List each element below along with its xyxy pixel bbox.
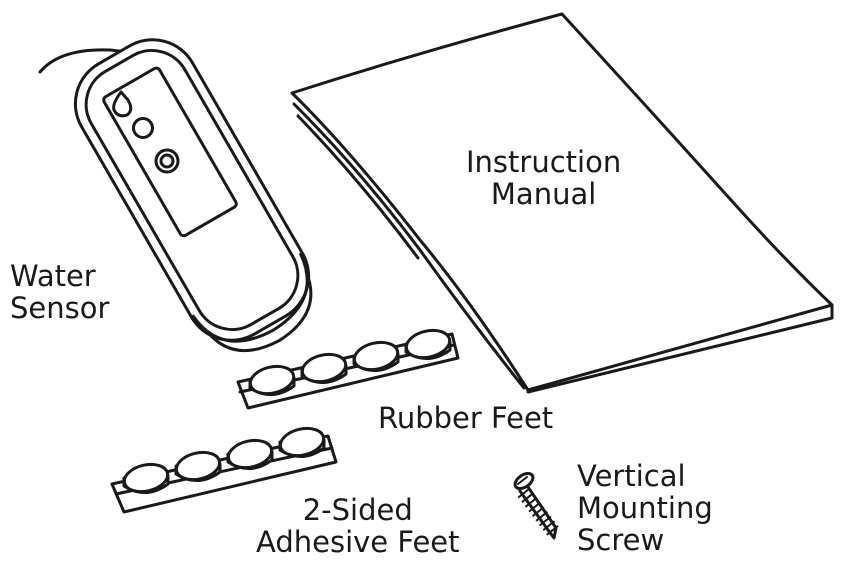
- rubber-foot: [404, 328, 452, 360]
- indicator-light-icon: [132, 117, 154, 139]
- water-sensor-illustration: [38, 38, 313, 353]
- adhesive-feet-illustration: [110, 426, 338, 514]
- adhesive-foot: [122, 462, 170, 494]
- adhesive-foot: [174, 450, 222, 482]
- rubber-feet-label: Rubber Feet: [378, 401, 554, 435]
- rubber-foot: [352, 340, 400, 372]
- mounting-screw-illustration: [513, 471, 559, 540]
- adhesive-feet-label: 2-Sided Adhesive Feet: [256, 493, 460, 559]
- adhesive-foot: [278, 426, 326, 458]
- instruction-manual-label: Instruction Manual: [466, 145, 622, 211]
- rubber-foot: [248, 364, 296, 396]
- rubber-foot: [300, 352, 348, 384]
- adhesive-foot: [226, 438, 274, 470]
- indicator-light-icon: [154, 148, 180, 174]
- water-sensor-label: Water Sensor: [10, 259, 110, 325]
- instruction-manual-illustration: [290, 12, 834, 394]
- mounting-screw-label: Vertical Mounting Screw: [577, 459, 713, 557]
- water-drop-icon: [112, 90, 133, 118]
- rubber-feet-illustration: [236, 328, 460, 410]
